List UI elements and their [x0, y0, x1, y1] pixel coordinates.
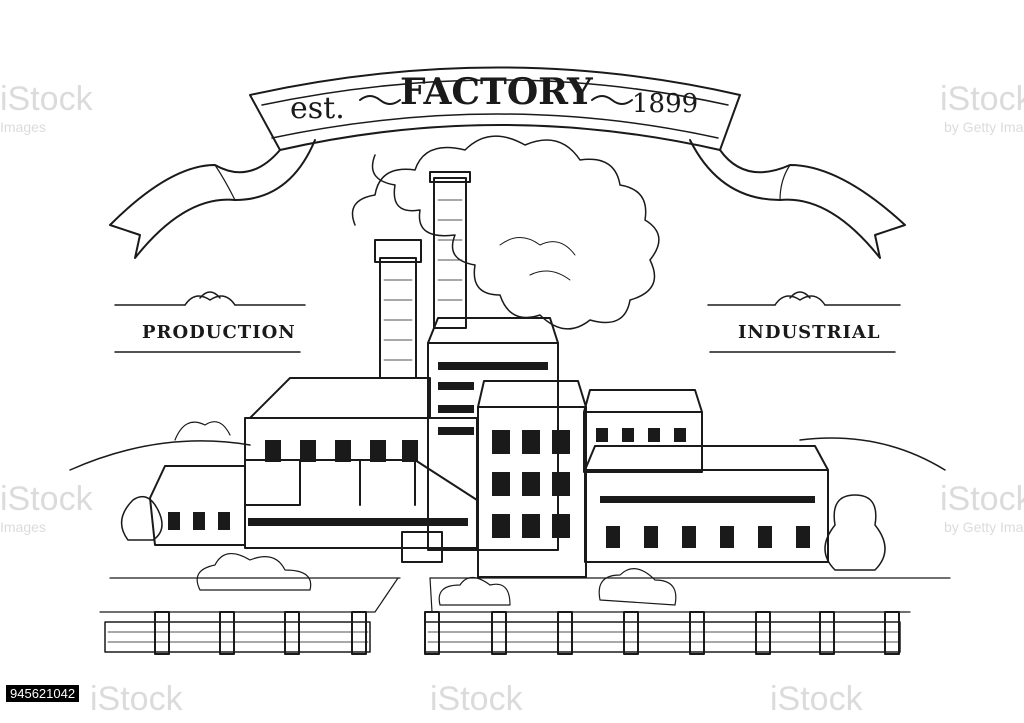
ground	[99, 577, 951, 613]
banner-year: 1899	[632, 89, 698, 119]
label-production: PRODUCTION	[114, 291, 306, 353]
factory-windows	[168, 362, 815, 548]
banner-est-text: est.	[290, 91, 345, 126]
background-hills	[69, 421, 946, 471]
banner-title: FACTORY	[400, 71, 594, 113]
watermark-sub: Images	[0, 519, 46, 535]
watermark-brand: iStock	[0, 80, 94, 118]
watermark-brand: iStock	[430, 680, 524, 718]
chimneys	[374, 171, 471, 379]
watermark-group: iStock Images iStock by Getty Images iSt…	[0, 80, 1024, 718]
stock-id-badge: 945621042	[6, 685, 80, 702]
watermark-brand: iStock	[0, 480, 94, 518]
watermark-brand: iStock	[90, 680, 184, 718]
brick-fence	[104, 611, 901, 655]
watermark-sub: Images	[0, 119, 46, 135]
watermark-brand: iStock	[770, 680, 864, 718]
production-label: PRODUCTION	[142, 322, 296, 343]
watermark-sub: by Getty Images	[944, 519, 1024, 535]
ribbon-banner: est. FACTORY 1899	[109, 66, 906, 259]
industrial-label: INDUSTRIAL	[738, 322, 881, 343]
watermark-sub: by Getty Images	[944, 119, 1024, 135]
smoke-clouds	[351, 135, 660, 330]
label-industrial: INDUSTRIAL	[707, 291, 901, 353]
factory-buildings	[149, 317, 829, 578]
watermark-brand: iStock	[940, 80, 1024, 118]
watermark-brand: iStock	[940, 480, 1024, 518]
